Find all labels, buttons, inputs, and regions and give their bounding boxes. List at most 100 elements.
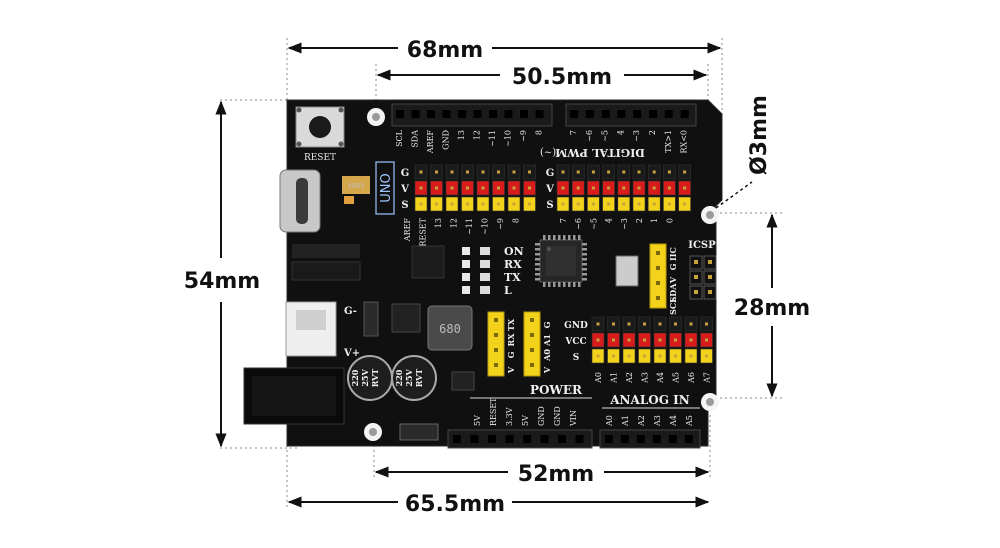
pin-tip bbox=[530, 363, 534, 367]
a01-header-body[interactable] bbox=[523, 311, 541, 377]
bank-pin-label: 0 bbox=[665, 218, 674, 223]
pin-tip bbox=[576, 186, 580, 190]
top-pin-label: GND bbox=[442, 130, 451, 150]
power-pin-label: 3.3V bbox=[505, 407, 514, 426]
header-hole bbox=[637, 435, 645, 443]
top-pin-label: ~5 bbox=[601, 130, 610, 142]
top-header-holes bbox=[396, 110, 689, 118]
pin-tip bbox=[450, 186, 454, 190]
led-label-l: L bbox=[504, 284, 512, 297]
pin-tip bbox=[512, 202, 516, 206]
power-pin-label: RESET bbox=[489, 397, 498, 426]
pin-tip bbox=[481, 170, 485, 174]
gvs-header-left[interactable] bbox=[414, 164, 536, 212]
a01-pin-label: A1 bbox=[542, 334, 552, 347]
dim-bottom-holes: 52mm bbox=[518, 462, 594, 487]
iic-pin-label: SCL bbox=[668, 297, 678, 315]
row-label-s: S bbox=[546, 200, 553, 211]
uart-header-body[interactable] bbox=[487, 311, 505, 377]
analog-gvs-header[interactable] bbox=[591, 316, 713, 364]
top-header-left bbox=[391, 103, 553, 127]
digital-pwm-label: DIGITAL PWM bbox=[555, 146, 645, 159]
mcu-pin bbox=[548, 235, 551, 240]
pin-tip bbox=[683, 202, 687, 206]
pin-tip bbox=[530, 348, 534, 352]
uart-pin-label: G bbox=[506, 351, 516, 358]
mcu-pin bbox=[568, 282, 571, 287]
analog-in-header bbox=[599, 429, 701, 449]
mcu-pin bbox=[582, 263, 587, 266]
top-pin-label: 8 bbox=[535, 130, 544, 135]
header-hole bbox=[442, 110, 451, 118]
pin-tip bbox=[667, 186, 671, 190]
pin-tip bbox=[656, 296, 660, 300]
pin-tip bbox=[435, 202, 438, 206]
jst-power-connector[interactable] bbox=[285, 301, 337, 357]
mcu-pin bbox=[563, 235, 566, 240]
header-hole bbox=[649, 110, 657, 118]
pin-tip bbox=[637, 170, 641, 174]
mcu-pin bbox=[573, 282, 576, 287]
led-resistor bbox=[480, 273, 490, 281]
pin-tip bbox=[497, 202, 500, 206]
pin-tip bbox=[497, 186, 500, 190]
header-hole bbox=[669, 435, 677, 443]
mcu-pin bbox=[568, 235, 571, 240]
pin-tip bbox=[528, 170, 531, 174]
top-pin-label: ~9 bbox=[519, 130, 528, 142]
gvs-header-right[interactable] bbox=[556, 164, 691, 212]
header-hole bbox=[621, 435, 629, 443]
pin-tip bbox=[643, 338, 646, 342]
crystal: X005 bbox=[342, 176, 370, 194]
icsp-header[interactable] bbox=[689, 255, 717, 300]
cap2-label: RVT bbox=[414, 369, 424, 388]
row-label-s: S bbox=[401, 200, 408, 211]
mcu-pin bbox=[553, 282, 556, 287]
header-hole bbox=[535, 110, 544, 118]
cap2-label: 25V bbox=[404, 369, 414, 387]
iic-header-body[interactable] bbox=[649, 243, 667, 309]
mcu-pin bbox=[535, 253, 540, 256]
pin-tip bbox=[708, 275, 712, 279]
pin-tip bbox=[607, 202, 611, 206]
inductor: 680 bbox=[427, 305, 473, 351]
header-hole bbox=[605, 435, 613, 443]
header-hole bbox=[585, 110, 594, 118]
pin-tip bbox=[683, 170, 687, 174]
reset-button[interactable] bbox=[295, 106, 345, 148]
pin-tip bbox=[622, 186, 626, 190]
analog-bank-pin-label: A5 bbox=[672, 372, 681, 384]
analog-pin-label: A1 bbox=[621, 415, 630, 427]
pin-tip bbox=[607, 170, 611, 174]
dim-hole-diameter: Ø3mm bbox=[747, 95, 772, 175]
v-plus-label: V+ bbox=[343, 348, 360, 359]
bank-pin-label: ~9 bbox=[496, 218, 505, 230]
pin-tip bbox=[528, 202, 531, 206]
usb-c-connector[interactable] bbox=[279, 169, 321, 233]
dimension-annotations bbox=[215, 38, 782, 510]
pin-tip bbox=[576, 202, 580, 206]
digital-pwm-tilde: (~) bbox=[540, 146, 556, 157]
pin-tip bbox=[694, 275, 698, 279]
header-hole bbox=[504, 110, 513, 118]
pin-tip bbox=[652, 202, 656, 206]
pin-tip bbox=[435, 170, 438, 174]
power-pin-label: GND bbox=[537, 406, 546, 426]
pin-tip bbox=[622, 170, 626, 174]
top-header-right bbox=[565, 103, 697, 127]
bank-pin-label: RESET bbox=[419, 217, 428, 246]
pin-tip bbox=[494, 363, 498, 367]
header-hole bbox=[453, 435, 461, 443]
dc-barrel-jack[interactable] bbox=[243, 367, 345, 425]
led-resistor bbox=[480, 260, 490, 268]
led-resistor bbox=[480, 286, 490, 294]
iic-pin-label: V bbox=[668, 276, 678, 284]
